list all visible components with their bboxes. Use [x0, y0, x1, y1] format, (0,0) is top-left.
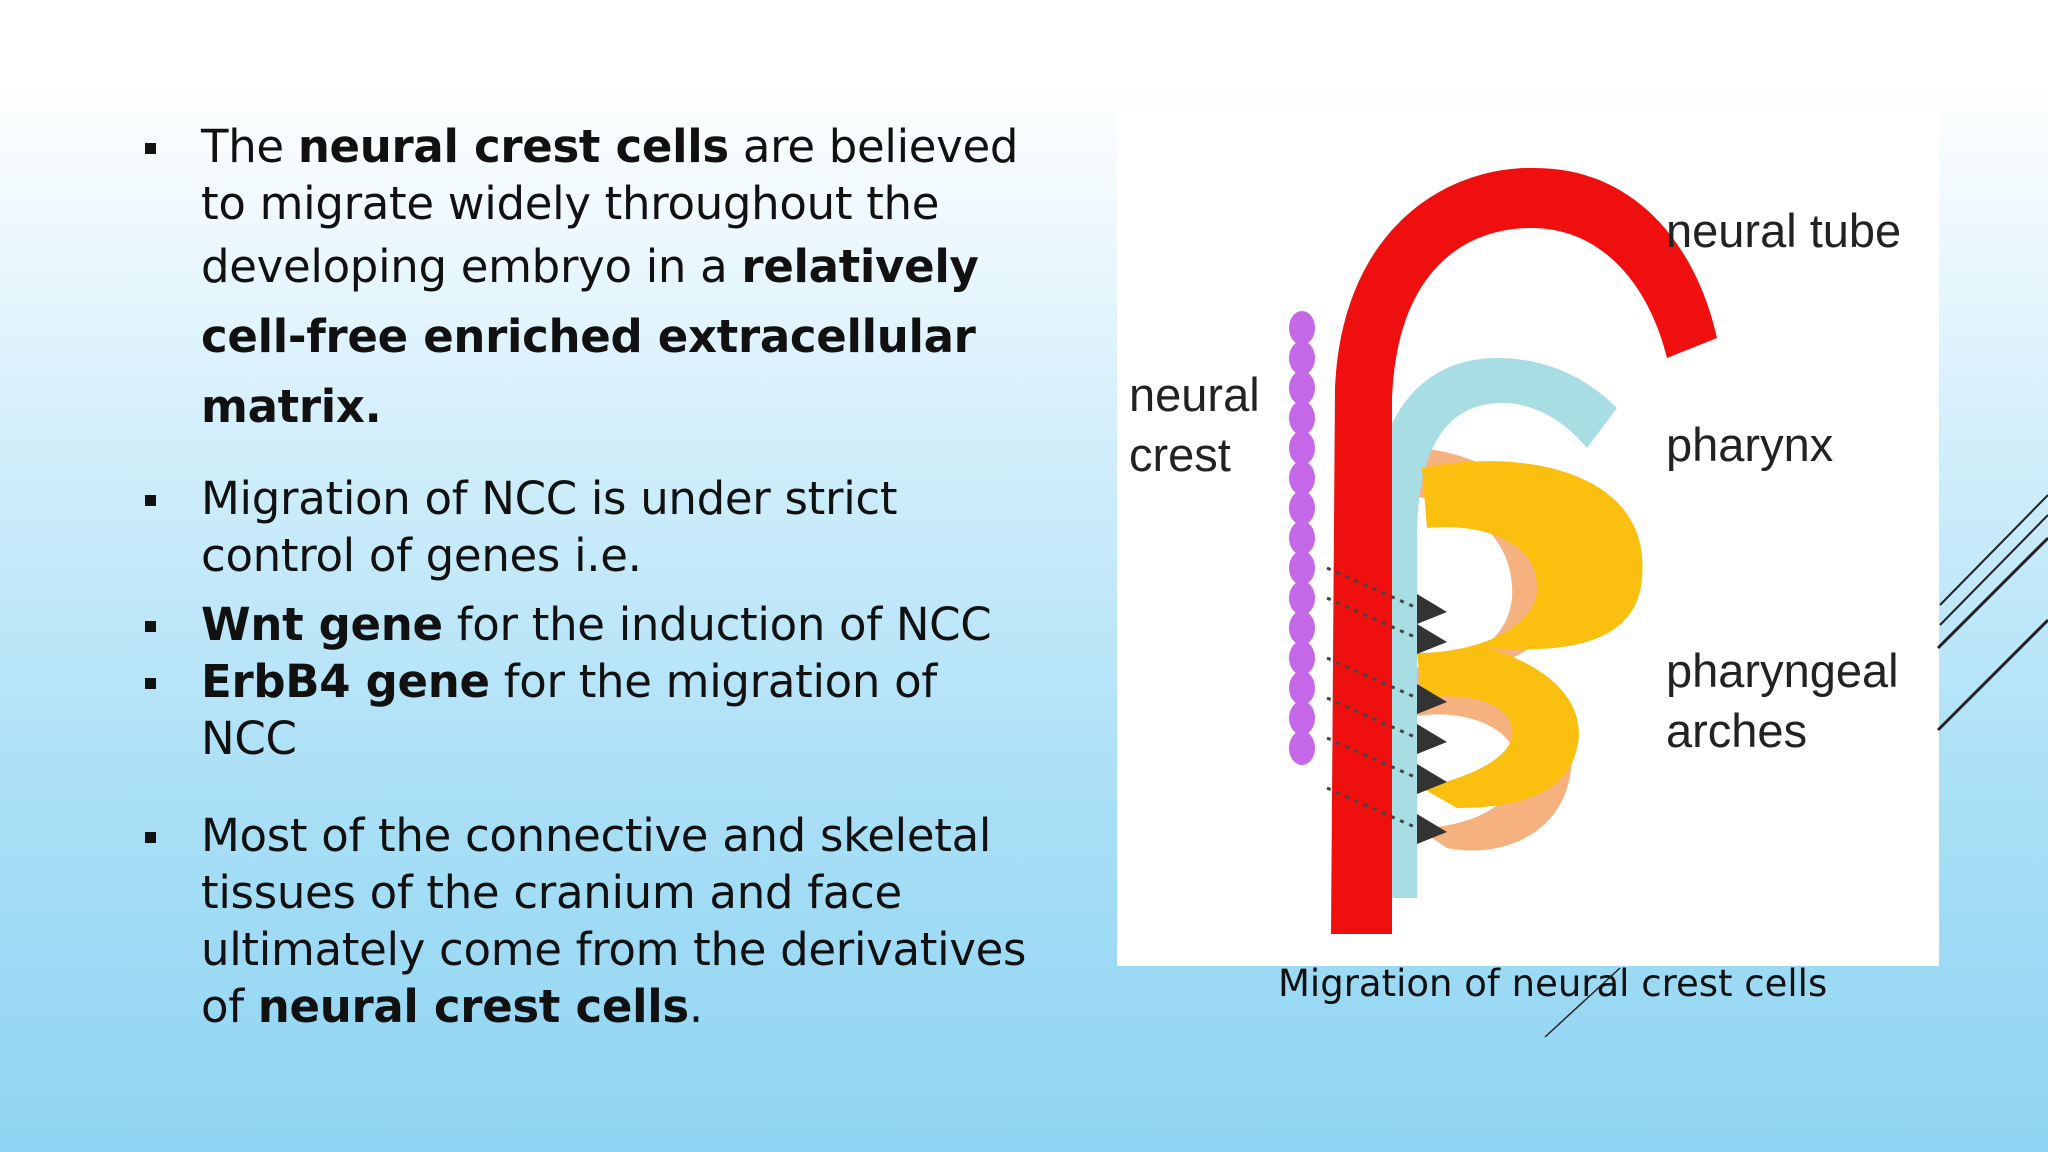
- bullet-marker-icon: [145, 495, 156, 506]
- bullet-list: The neural crest cells are believed to m…: [145, 118, 1045, 1035]
- neural-crest-cell: [1289, 401, 1315, 435]
- migration-arrowhead-icon: [1417, 814, 1447, 844]
- pharyngeal-arches: [1417, 461, 1643, 808]
- neural-crest-cell: [1289, 461, 1315, 495]
- label-pharyngeal-arches-line2: arches: [1666, 704, 1808, 757]
- label-neural-crest-line2: crest: [1129, 428, 1231, 481]
- migration-arrow-line: [1326, 656, 1418, 700]
- bullet-marker-icon: [145, 621, 156, 632]
- label-pharynx: pharynx: [1666, 418, 1834, 471]
- figure-caption: Migration of neural crest cells: [1278, 962, 1828, 1005]
- neural-crest-cell: [1289, 491, 1315, 525]
- neural-crest-migration-figure: neural tube neural crest pharynx pharyng…: [1117, 108, 1939, 966]
- pharynx-shape: [1372, 358, 1617, 898]
- neural-crest-cell: [1289, 431, 1315, 465]
- neural-tube-shape: [1331, 167, 1717, 935]
- neural-crest-cells: [1289, 311, 1315, 765]
- bullet-marker-icon: [145, 832, 156, 843]
- bullet-marker-icon: [145, 678, 156, 689]
- migration-arrowhead-icon: [1417, 724, 1447, 754]
- neural-crest-cell: [1289, 521, 1315, 555]
- bullet-item: Most of the connective and skeletal tiss…: [145, 807, 1045, 1035]
- bullet-item: The neural crest cells are believed to m…: [145, 118, 1045, 442]
- label-neural-crest-line1: neural: [1129, 368, 1260, 421]
- label-pharyngeal-arches-line1: pharyngeal: [1666, 644, 1899, 697]
- migration-arrow-line: [1326, 596, 1418, 640]
- migration-arrow-line: [1326, 736, 1418, 780]
- neural-crest-cell: [1289, 671, 1315, 705]
- neural-crest-cell: [1289, 341, 1315, 375]
- migration-arrowhead-icon: [1417, 624, 1447, 654]
- migration-arrow-line: [1326, 786, 1418, 830]
- migration-arrow-line: [1326, 696, 1418, 740]
- bullet-item: Migration of NCC is under strict control…: [145, 470, 1045, 584]
- embryo-diagram: [1289, 167, 1717, 935]
- migration-arrow-line: [1326, 566, 1418, 610]
- neural-crest-cell: [1289, 371, 1315, 405]
- neural-crest-cell: [1289, 551, 1315, 585]
- bullet-item: Wnt gene for the induction of NCC: [145, 596, 1045, 653]
- label-neural-tube: neural tube: [1666, 204, 1902, 257]
- neural-crest-cell: [1289, 701, 1315, 735]
- bullet-marker-icon: [145, 143, 156, 154]
- migration-arrowhead-icon: [1417, 594, 1447, 624]
- migration-arrows: [1326, 566, 1447, 844]
- neural-crest-cell: [1289, 581, 1315, 615]
- neural-crest-cell: [1289, 641, 1315, 675]
- neural-crest-cell: [1289, 611, 1315, 645]
- neural-crest-cell: [1289, 731, 1315, 765]
- neural-crest-cell: [1289, 311, 1315, 345]
- bullet-item: ErbB4 gene for the migration of NCC: [145, 653, 1045, 767]
- migration-arrowhead-icon: [1417, 684, 1447, 714]
- migration-arrowhead-icon: [1417, 764, 1447, 794]
